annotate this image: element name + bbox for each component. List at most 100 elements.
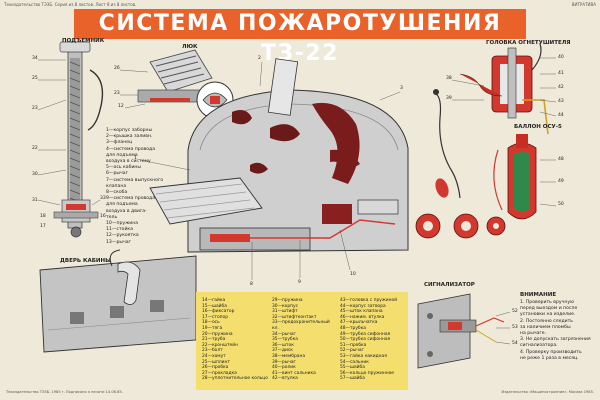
- legend-item: 37—диск: [272, 348, 293, 354]
- legend-item: 4—система провода: [106, 146, 156, 152]
- cylinder-label: БАЛЛОН ОСУ-5: [514, 124, 562, 130]
- legend-item: 17—стопор: [202, 314, 228, 320]
- legend-item: 15—шайба: [202, 303, 227, 309]
- callout-number: 44: [558, 113, 564, 118]
- callout-number: 23: [32, 106, 38, 111]
- series-tag: ВИТРАТИВА: [571, 2, 596, 7]
- hatch-drawing: [119, 49, 234, 119]
- note-item: перед выездом и после: [520, 306, 578, 312]
- legend-item: 6—рычаг: [106, 171, 129, 177]
- callout-number: 40: [558, 55, 564, 60]
- legend-item: клапана: [106, 183, 127, 189]
- footer: Техиздательство ТЭЗБ. 1985 г. Подписано …: [0, 388, 600, 400]
- hatch-label: ЛЮК: [182, 44, 198, 50]
- note-item: 1. Проверить вручную: [520, 300, 574, 305]
- legend-item: 49—трубка сифонная: [340, 331, 391, 337]
- legend-item: 18—ось: [202, 320, 220, 326]
- legend-item: для подъема: [106, 202, 138, 208]
- legend-item: 42—втулка: [272, 376, 298, 382]
- legend-item: 57—шайба: [340, 376, 365, 382]
- cabin-door-drawing: [39, 249, 197, 353]
- legend-item: 2—крышка заливн.: [106, 134, 153, 140]
- publisher-line: Техиздательство ТЭЗБ. Серия из 8 листов.…: [4, 2, 137, 7]
- legend-item: 40—ролик: [272, 365, 296, 371]
- note-item: установки на изделие.: [520, 312, 576, 318]
- callout-number: 18: [40, 214, 46, 219]
- callout-number: 23: [114, 91, 120, 96]
- note-item: не реже 1 раза в месяц.: [520, 355, 579, 361]
- legend-item: 36—шток: [272, 342, 294, 348]
- legend-item: 23—болт: [202, 348, 223, 354]
- callout-number: 48: [558, 157, 564, 162]
- legend-item: 27—прокладка: [202, 370, 237, 376]
- legend-item: для подъема: [106, 152, 138, 158]
- callout-number: 9: [298, 280, 301, 285]
- callout-number: 26: [114, 66, 120, 71]
- cabin-door-label: ДВЕРЬ КАБИНЫ: [60, 258, 111, 264]
- left-parts-legend: 1—корпус заборны 2—крышка заливн. 3—флан…: [106, 128, 178, 246]
- legend-item: 28—уплотнительное кольцо: [202, 376, 268, 382]
- legend-item: 9—система провода: [106, 196, 156, 202]
- lift-label: ПОДЪЕМНИК: [62, 38, 105, 44]
- legend-item: 8—скоба: [106, 190, 128, 196]
- callout-number: 41: [558, 71, 564, 76]
- lift-mechanism-drawing: [37, 41, 104, 238]
- legend-item: 46—нажим. втулка: [340, 314, 385, 320]
- callout-number: 34: [32, 56, 38, 61]
- legend-item: 53—гайка накидная: [340, 353, 387, 359]
- legend-item: 25—шплинт: [202, 359, 230, 365]
- note-item: 3. Не допускать загрязнения: [520, 337, 591, 343]
- legend-item: 34—рычаг: [272, 331, 296, 337]
- callout-number: 25: [32, 76, 38, 81]
- legend-item: 12—рукоятка: [106, 233, 139, 239]
- note-item: 4. Проверку производить: [520, 349, 582, 355]
- legend-column-3: 43—головка с пружиной 44—корпус затвора …: [340, 298, 397, 382]
- footer-right: Издательство «Машиностроение». Москва 19…: [501, 390, 594, 394]
- legend-item: 30—корпус: [272, 303, 298, 309]
- notes-heading: ВНИМАНИЕ: [520, 292, 557, 298]
- legend-item: 14—гайка: [202, 298, 226, 303]
- note-item: сигнализатора.: [520, 343, 558, 349]
- legend-item: 24—хомут: [202, 353, 226, 359]
- signaller-drawing: [417, 293, 511, 369]
- legend-item: 13—рычаг: [106, 239, 131, 245]
- valve-discs-drawing: [415, 213, 506, 239]
- extinguisher-head-label: ГОЛОВКА ОГНЕТУШИТЕЛЯ: [486, 40, 571, 46]
- legend-item: 45—шток клапана: [340, 309, 383, 315]
- legend-item: 3—фланец: [106, 140, 133, 146]
- legend-item: 52—рычаг: [340, 348, 364, 354]
- legend-item: 51—пробка: [340, 342, 367, 348]
- legend-item: 32—штифтконтакт: [272, 314, 317, 320]
- callout-number: 17: [40, 224, 46, 229]
- legend-item: 54—сальник: [340, 359, 369, 365]
- legend-item: 55—шайба: [340, 365, 365, 371]
- footer-left: Техиздательство ТЭЗБ. 1985 г. Подписано …: [6, 390, 123, 394]
- legend-item: 50—трубка сифонная: [340, 337, 391, 343]
- note-item: 2. Постоянно следить: [520, 318, 573, 324]
- legend-column-2: 29—пружина 30—корпус 31—штифт 32—штифтко…: [272, 298, 330, 382]
- legend-item: 31—штифт: [272, 309, 298, 315]
- extinguisher-head-drawing: [459, 43, 557, 135]
- legend-item: 29—пружина: [272, 298, 303, 303]
- callout-number: 16: [100, 214, 106, 219]
- legend-item: 19—тяга: [202, 325, 223, 331]
- legend-item: 1—корпус заборны: [106, 128, 153, 133]
- legend-item: 41—винт сальника: [272, 370, 316, 376]
- callout-number: 43: [558, 99, 564, 104]
- callout-number: 1: [134, 156, 137, 161]
- legend-item: 56—кольцо пружинное: [340, 370, 394, 376]
- callout-number: 22: [32, 146, 38, 151]
- title-banner: [74, 9, 526, 39]
- legend-item: 35—трубка: [272, 337, 298, 343]
- legend-item: 43—головка с пружиной: [340, 298, 398, 303]
- legend-item: 21—труба: [202, 337, 226, 343]
- callout-number: 30: [32, 172, 38, 177]
- callout-number: 31: [32, 198, 38, 203]
- legend-item: воздуха в двига-: [106, 208, 147, 214]
- legend-item: 10—пружина: [106, 221, 139, 227]
- callout-number: 3: [400, 86, 403, 91]
- legend-item: 5—ось кабины: [106, 165, 142, 171]
- callout-number: 10: [350, 272, 356, 277]
